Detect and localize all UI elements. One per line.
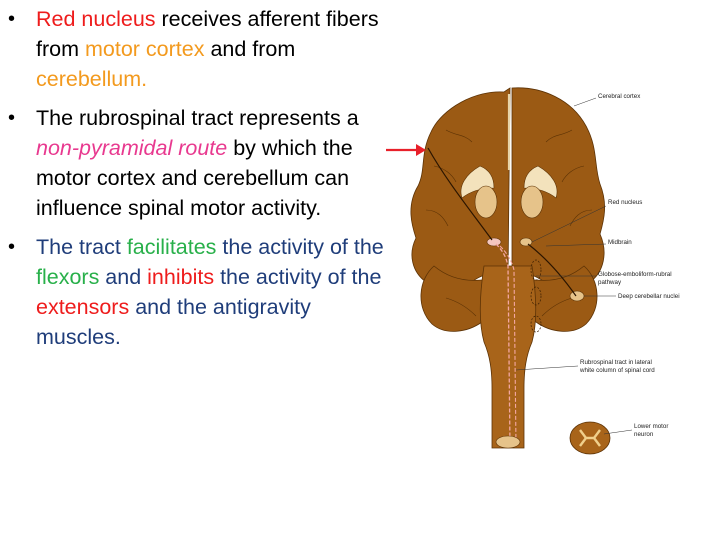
bullet-marker: • xyxy=(8,107,16,129)
bullet-rubrospinal: • The rubrospinal tract represents a non… xyxy=(6,103,384,223)
brain-illustration: Cerebral cortex Red nucleus Midbrain Glo… xyxy=(386,87,680,455)
label-tract-line2: white column of spinal cord xyxy=(579,367,655,374)
rubrospinal-tract xyxy=(495,243,511,447)
bullet-list: • Red nucleus receives afferent fibers f… xyxy=(6,4,384,361)
label-lmn-line1: Lower motor xyxy=(634,423,668,430)
rubrospinal-tract-2 xyxy=(499,245,517,447)
text-segment: The tract xyxy=(36,235,127,259)
label-cerebral-cortex: Cerebral cortex xyxy=(598,93,641,100)
text-segment: receives afferent fibers from xyxy=(36,7,379,61)
text-segment: The rubrospinal tract represents a xyxy=(36,106,359,130)
label-lmn-line2: neuron xyxy=(634,431,654,438)
text-segment: by which the motor cortex and cerebellum… xyxy=(36,136,353,220)
brainstem-shape xyxy=(479,265,537,449)
term-extensors: extensors xyxy=(36,295,130,319)
term-inhibits: inhibits xyxy=(147,265,215,289)
term-facilitates: facilitates xyxy=(126,235,217,259)
bullet-marker: • xyxy=(8,236,16,258)
bullet-tract-function: • The tract facilitates the activity of … xyxy=(6,232,384,352)
cerebral-cortex-shape xyxy=(410,87,511,295)
label-pathway-line2: pathway xyxy=(598,279,622,286)
red-arrow-head xyxy=(416,144,426,156)
bullet-marker: • xyxy=(8,8,16,30)
ventricle-right xyxy=(523,165,558,199)
label-pathway-line1: Globose-emboliform-rubral xyxy=(598,271,672,278)
text-segment: and the antigravity muscles. xyxy=(36,295,311,349)
term-non-pyramidal: non-pyramidal route xyxy=(36,136,228,160)
rubrospinal-diagram: Cerebral cortex Red nucleus Midbrain Glo… xyxy=(386,70,720,470)
corticorubral-fiber xyxy=(427,147,493,241)
text-segment: and from xyxy=(204,37,296,61)
term-flexors: flexors xyxy=(36,265,100,289)
spinal-grey-butterfly xyxy=(579,429,601,447)
ventricle-left xyxy=(460,165,495,199)
brainstem-nuclei xyxy=(530,259,542,333)
term-red-nucleus: Red nucleus xyxy=(36,7,156,31)
text-segment: the activity of the xyxy=(214,265,382,289)
thalamus-left xyxy=(474,185,498,219)
text-segment: the activity of the xyxy=(216,235,384,259)
term-motor-cortex: motor cortex xyxy=(84,37,205,61)
text-segment: and xyxy=(99,265,148,289)
term-cerebellum: cerebellum. xyxy=(36,67,148,91)
leader-lines xyxy=(515,97,633,435)
label-deep-cerebellar-nuclei: Deep cerebellar nuclei xyxy=(618,293,680,300)
thalamus-right xyxy=(520,185,544,219)
gyri-lines xyxy=(425,129,593,317)
bullet-red-nucleus: • Red nucleus receives afferent fibers f… xyxy=(6,4,384,94)
spinal-grey-matter xyxy=(495,435,521,449)
red-nucleus-left xyxy=(486,237,502,247)
cerebellorubral-fiber xyxy=(527,243,577,297)
label-midbrain: Midbrain xyxy=(608,239,632,246)
label-tract-line1: Rubrospinal tract in lateral xyxy=(580,359,652,366)
label-red-nucleus: Red nucleus xyxy=(608,199,642,206)
deep-cerebellar-nucleus xyxy=(569,290,585,302)
red-nucleus-right xyxy=(519,237,533,247)
